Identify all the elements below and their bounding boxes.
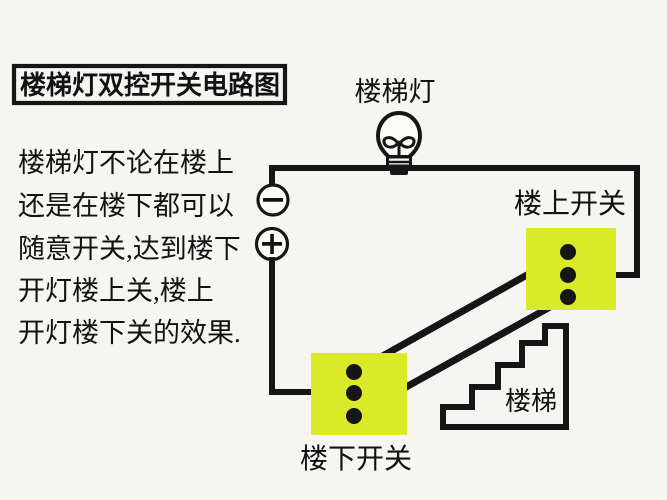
bulb-filament-icon bbox=[382, 136, 416, 157]
page-title: 楼梯灯双控开关电路图 bbox=[20, 70, 280, 100]
switch-contact-dot bbox=[346, 408, 362, 424]
switch-contact-dot bbox=[346, 385, 362, 401]
switch-contact-dot bbox=[560, 244, 576, 260]
stairs-label: 楼梯 bbox=[505, 387, 557, 416]
description-line: 楼梯灯不论在楼上 bbox=[18, 148, 234, 178]
downstairs-switch-label: 楼下开关 bbox=[300, 443, 412, 475]
switch-contact-dot bbox=[560, 289, 576, 305]
minus-symbol: − bbox=[260, 180, 287, 218]
title-box-border bbox=[11, 63, 288, 106]
upstairs-switch-label: 楼上开关 bbox=[514, 188, 626, 220]
plus-symbol: + bbox=[259, 224, 286, 262]
stairs: 楼梯 bbox=[440, 323, 569, 430]
description-line: 还是在楼下都可以 bbox=[18, 191, 234, 221]
battery-minus-terminal bbox=[256, 183, 290, 217]
lamp-label: 楼梯灯 bbox=[355, 77, 436, 107]
stairs-icon bbox=[440, 323, 569, 430]
description-paragraph: 楼梯灯不论在楼上 还是在楼下都可以 随意开关,达到楼下 开灯楼上关,楼上 开灯楼… bbox=[18, 148, 241, 348]
upstairs-switch: 楼上开关 bbox=[514, 188, 626, 310]
battery: − + bbox=[254, 180, 290, 262]
bulb-base-contact bbox=[390, 166, 408, 175]
switch-contact-dot bbox=[560, 267, 576, 283]
light-bulb: 楼梯灯 bbox=[355, 77, 436, 175]
downstairs-switch: 楼下开关 bbox=[300, 353, 412, 475]
title-box: 楼梯灯双控开关电路图 bbox=[11, 63, 288, 106]
description-line: 开灯楼上关,楼上 bbox=[18, 276, 214, 306]
description-line: 开灯楼下关的效果. bbox=[18, 318, 241, 348]
switch-contact-dot bbox=[346, 364, 362, 380]
description-line: 随意开关,达到楼下 bbox=[18, 234, 241, 264]
